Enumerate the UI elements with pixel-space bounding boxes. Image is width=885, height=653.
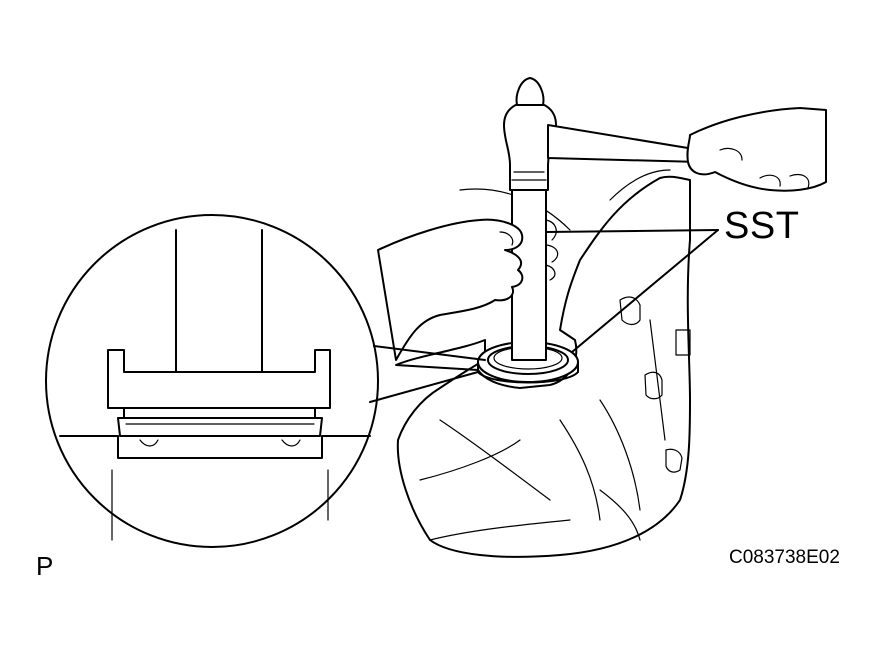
detail-callout-circle (45, 214, 486, 548)
right-hand (547, 107, 827, 192)
transaxle-housing (395, 169, 691, 558)
sst-label: SST (724, 205, 800, 247)
view-label: P (36, 551, 54, 581)
figure-code: C083738E02 (729, 547, 840, 568)
left-hand (377, 218, 559, 361)
sst-tool (503, 77, 557, 361)
sst-leader-lines (545, 229, 719, 353)
